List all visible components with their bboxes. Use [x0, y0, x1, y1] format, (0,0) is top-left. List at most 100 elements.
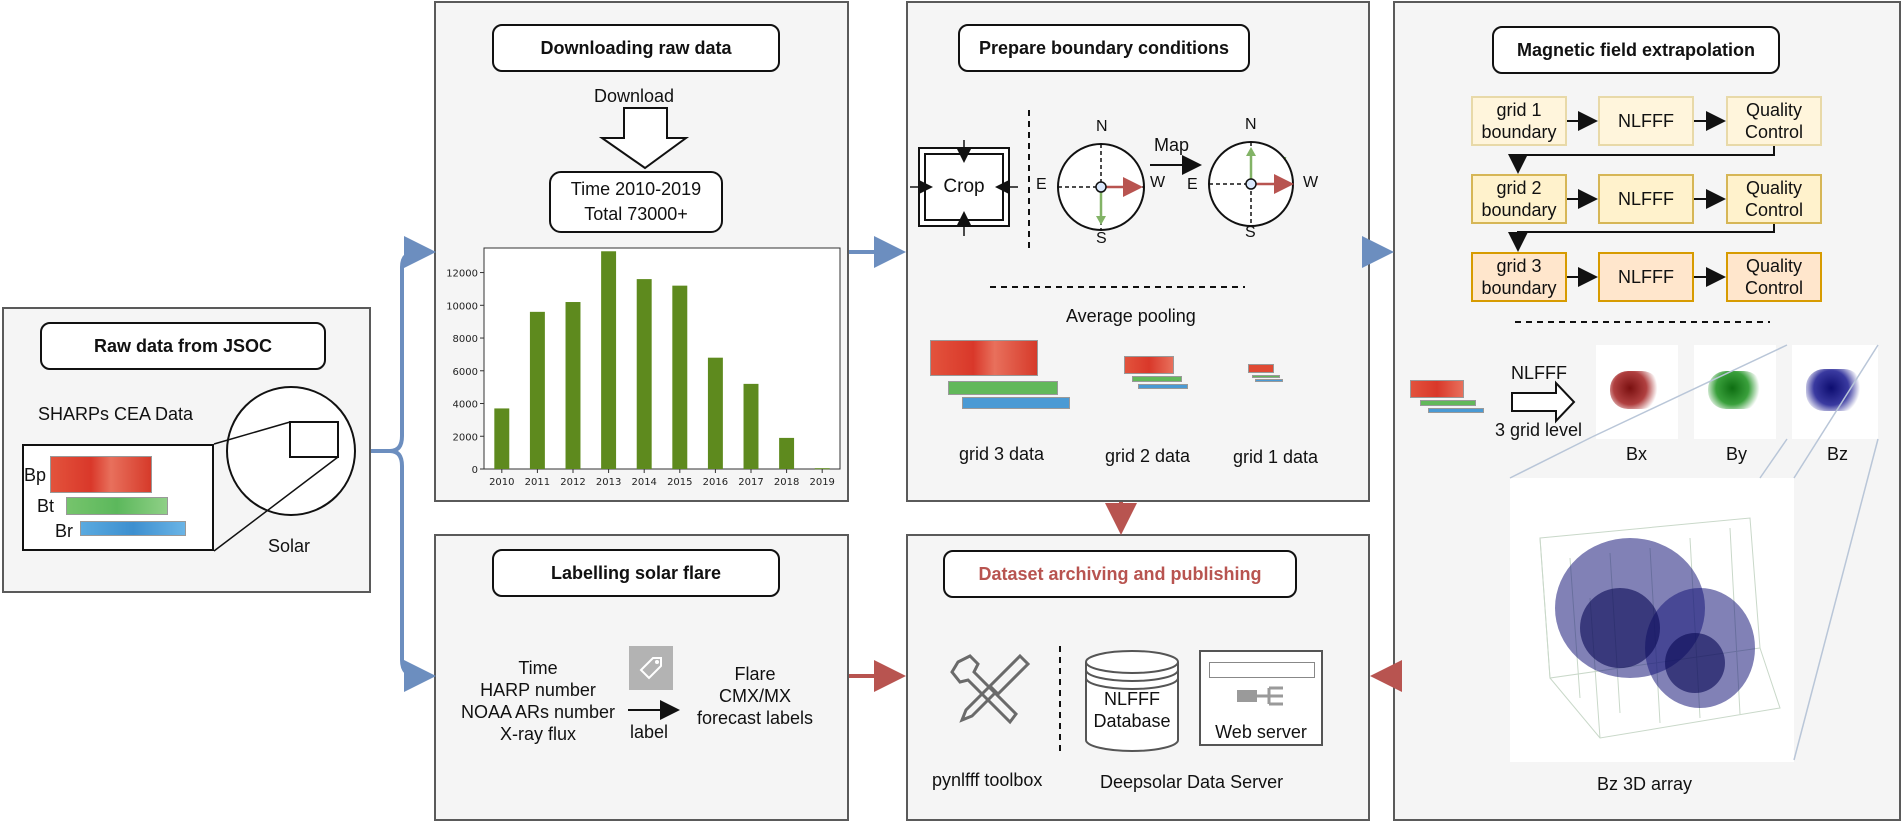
bx-volume — [1596, 345, 1678, 439]
sharps-label: SHARPs CEA Data — [38, 404, 194, 424]
grid3-br-map — [962, 397, 1070, 409]
by-volume — [1694, 345, 1776, 439]
compass-2 — [1208, 141, 1294, 227]
grid2-bt-map — [1132, 376, 1182, 382]
bz-label: Bz — [1827, 444, 1849, 464]
compass2-e: E — [1187, 176, 1198, 193]
extrap-br-map — [1428, 408, 1484, 413]
bt-label: Bt — [37, 496, 55, 516]
y-tick-label: 12000 — [446, 269, 478, 280]
tag-icon — [629, 646, 673, 690]
zoom-lines — [1509, 344, 1879, 761]
x-tick-label: 2017 — [738, 477, 763, 488]
database-label: NLFFF Database — [1084, 688, 1180, 732]
grid1-label: grid 1 data — [1233, 447, 1319, 467]
database-line2: Database — [1093, 711, 1171, 731]
grid3-label: grid 3 data — [959, 444, 1045, 464]
bz-3d-array-view — [1510, 478, 1794, 762]
map-label: Map — [1154, 135, 1190, 155]
download-title: Downloading raw data — [492, 24, 780, 72]
grid2-bp-map — [1124, 356, 1174, 374]
solar-disk — [213, 386, 356, 552]
y-tick-label: 6000 — [453, 367, 478, 378]
y-tick-label: 8000 — [453, 334, 478, 345]
br-label: Br — [55, 521, 73, 541]
extrap-row-arrows — [1508, 111, 1775, 287]
compass1-e: E — [1036, 176, 1047, 193]
flare-inputs: Time HARP number NOAA ARs number X-ray f… — [448, 657, 628, 745]
row3-solver: NLFFF — [1598, 252, 1694, 302]
pooling-label: Average pooling — [1066, 306, 1196, 326]
extrap-bp-map — [1410, 380, 1464, 398]
compass2-s: S — [1245, 224, 1256, 241]
x-tick-label: 2011 — [525, 477, 550, 488]
crop-arrows — [910, 140, 1018, 236]
y-tick-label: 0 — [472, 465, 478, 476]
flare-outputs: Flare CMX/MX forecast labels — [680, 663, 830, 729]
web-server-box: Web server — [1199, 650, 1323, 746]
x-tick-label: 2010 — [489, 477, 514, 488]
bar-2012 — [565, 302, 581, 469]
bar-2013 — [601, 251, 617, 469]
raw-data-title: Raw data from JSOC — [40, 322, 326, 370]
bar-2010 — [494, 408, 510, 469]
output-forecast: forecast labels — [696, 708, 814, 728]
toolbox-label: pynlfff toolbox — [932, 770, 1043, 790]
web-server-label: Web server — [1215, 722, 1307, 742]
database-icon — [1084, 648, 1180, 752]
compass2-n: N — [1245, 116, 1257, 133]
output-flare: Flare — [734, 664, 776, 684]
grid1-bp-map — [1248, 364, 1274, 373]
grid3-bp-map — [930, 340, 1038, 376]
compass-1 — [1057, 143, 1145, 231]
x-tick-label: 2012 — [560, 477, 585, 488]
bx-label: Bx — [1626, 444, 1648, 464]
solar-label: Solar — [268, 536, 311, 556]
nlfff-hollow-arrow — [1511, 380, 1576, 424]
y-tick-label: 2000 — [453, 432, 478, 443]
download-time: Time 2010-2019 — [570, 179, 702, 199]
label-arrow-text: label — [630, 722, 669, 742]
grid3-bt-map — [948, 381, 1058, 395]
grid1-bt-map — [1252, 375, 1280, 378]
server-icon — [1235, 682, 1291, 708]
bp-label: Bp — [24, 465, 47, 485]
compass1-s: S — [1096, 230, 1107, 247]
bz-volume — [1792, 345, 1878, 439]
y-tick-label: 4000 — [453, 400, 478, 411]
bar-2018 — [779, 437, 795, 469]
database-line1: NLFFF — [1104, 689, 1160, 709]
grid-level-label: 3 grid level — [1495, 420, 1583, 440]
bp-map — [50, 456, 152, 493]
bar-chart: 0 2000 4000 6000 8000 10000 12000 2010 2011 2012 2… — [446, 247, 841, 488]
bar-2017 — [743, 383, 759, 469]
y-tick-label: 10000 — [446, 301, 478, 312]
x-tick-label: 2015 — [667, 477, 692, 488]
x-tick-label: 2016 — [703, 477, 728, 488]
bar-2016 — [707, 357, 723, 469]
x-tick-label: 2013 — [596, 477, 621, 488]
web-server-addressbar — [1209, 662, 1315, 678]
row2-solver: NLFFF — [1598, 174, 1694, 224]
grid1-br-map — [1255, 379, 1283, 382]
br-map — [80, 521, 186, 536]
output-cmx: CMX/MX — [719, 686, 791, 706]
download-total: Total 73000+ — [584, 204, 688, 224]
input-noaa: NOAA ARs number — [460, 702, 616, 722]
bar-2014 — [636, 279, 652, 469]
blue-branch-connector — [371, 236, 436, 692]
bt-map — [66, 497, 168, 515]
compass1-n: N — [1096, 118, 1108, 135]
bar-2019 — [814, 468, 830, 470]
x-tick-label: 2014 — [631, 477, 656, 488]
extrapolation-title: Magnetic field extrapolation — [1492, 26, 1780, 74]
download-hollow-arrow — [598, 107, 690, 170]
labelling-title: Labelling solar flare — [492, 549, 780, 597]
archive-title: Dataset archiving and publishing — [943, 550, 1297, 598]
